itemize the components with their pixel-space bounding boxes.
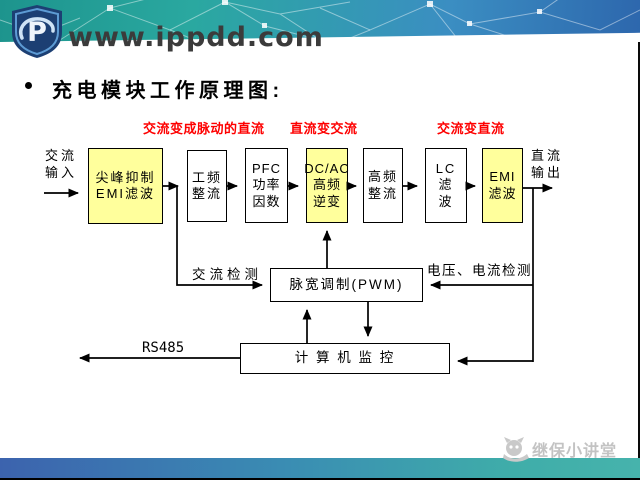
bottom-black-strip [0,477,640,480]
watermark: 继保小讲堂 [500,436,617,462]
block-spike-suppress-emi-filter: 尖峰抑制 EMI滤波 [88,148,163,224]
stage-label-dc-to-ac: 直流变交流 [290,121,358,136]
block-hf-rectifier: 高频 整流 [363,148,403,223]
voltage-current-detect-label: 电压、电流检测 [427,263,532,278]
right-edge-line [637,42,640,480]
block-emi-filter: EMI 滤波 [482,148,523,223]
block-pfc-power-factor: PFC 功率 因数 [245,148,288,223]
site-url: www.ippdd.com [68,22,324,53]
network-pattern [0,0,640,42]
block-computer-monitor: 计 算 机 监 控 [240,343,450,374]
rs485-label: RS485 [142,340,185,356]
header-band [0,0,640,42]
stage-label-ac-to-pulsating-dc: 交流变成脉动的直流 [143,121,265,136]
block-pwm-control: 脉宽调制(PWM) [270,268,423,302]
block-lc-filter: LC 滤 波 [425,148,467,223]
block-dcac-hf-inverter: DC/AC 高频 逆变 [304,148,349,223]
watermark-text: 继保小讲堂 [532,443,618,460]
shield-p-logo-icon: P [12,5,62,58]
slide-title: 充电模块工作原理图: [52,80,284,102]
stage-label-ac-to-dc: 交流变直流 [437,121,505,136]
bottom-gradient-bar [0,458,640,478]
dc-output-label: 直流 输出 [530,148,563,180]
jibao-classroom-logo-icon [503,437,529,462]
block-line-freq-rectifier: 工频 整流 [187,150,227,222]
title-bullet [25,82,32,89]
svg-text:P: P [27,17,47,48]
ac-detect-label: 交流检测 [192,267,262,282]
ac-input-label: 交流 输入 [44,148,77,180]
